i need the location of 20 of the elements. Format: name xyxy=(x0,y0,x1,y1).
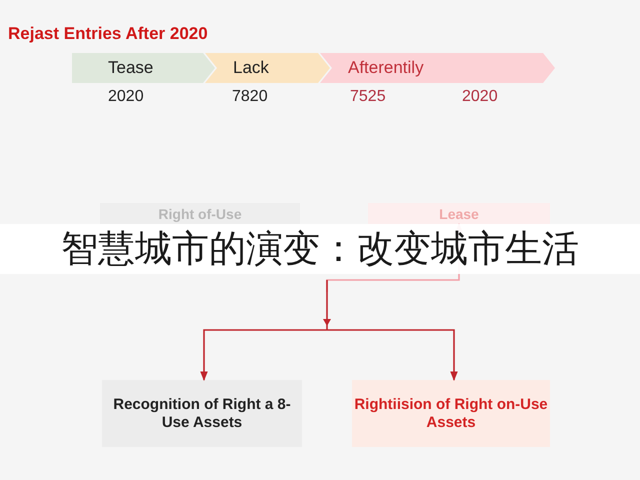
value-label: 7820 xyxy=(232,88,268,106)
chevron-step xyxy=(320,53,555,83)
banner-text: 智慧城市的演变：改变城市生活 xyxy=(61,226,579,272)
node-label: Recognition of Right a 8-Use Assets xyxy=(112,396,292,432)
value-label: 7525 xyxy=(350,88,386,106)
arrow xyxy=(200,329,327,381)
diagram-title: Rejast Entries After 2020 xyxy=(8,24,208,44)
node-label: Tease xyxy=(108,58,154,78)
process-box xyxy=(352,380,550,447)
node-label: Rightiision of Right on-Use Assets xyxy=(353,396,549,432)
value-label: 2020 xyxy=(108,88,144,106)
process-box xyxy=(368,203,550,224)
arrow xyxy=(327,329,458,381)
value-label: 2020 xyxy=(462,88,498,106)
chevron-step xyxy=(205,53,330,83)
process-box xyxy=(102,380,302,447)
node-label: Lack xyxy=(233,58,269,78)
chevron-step xyxy=(72,53,215,83)
node-label: Lease xyxy=(439,206,479,223)
node-label: Afterentily xyxy=(348,58,424,78)
